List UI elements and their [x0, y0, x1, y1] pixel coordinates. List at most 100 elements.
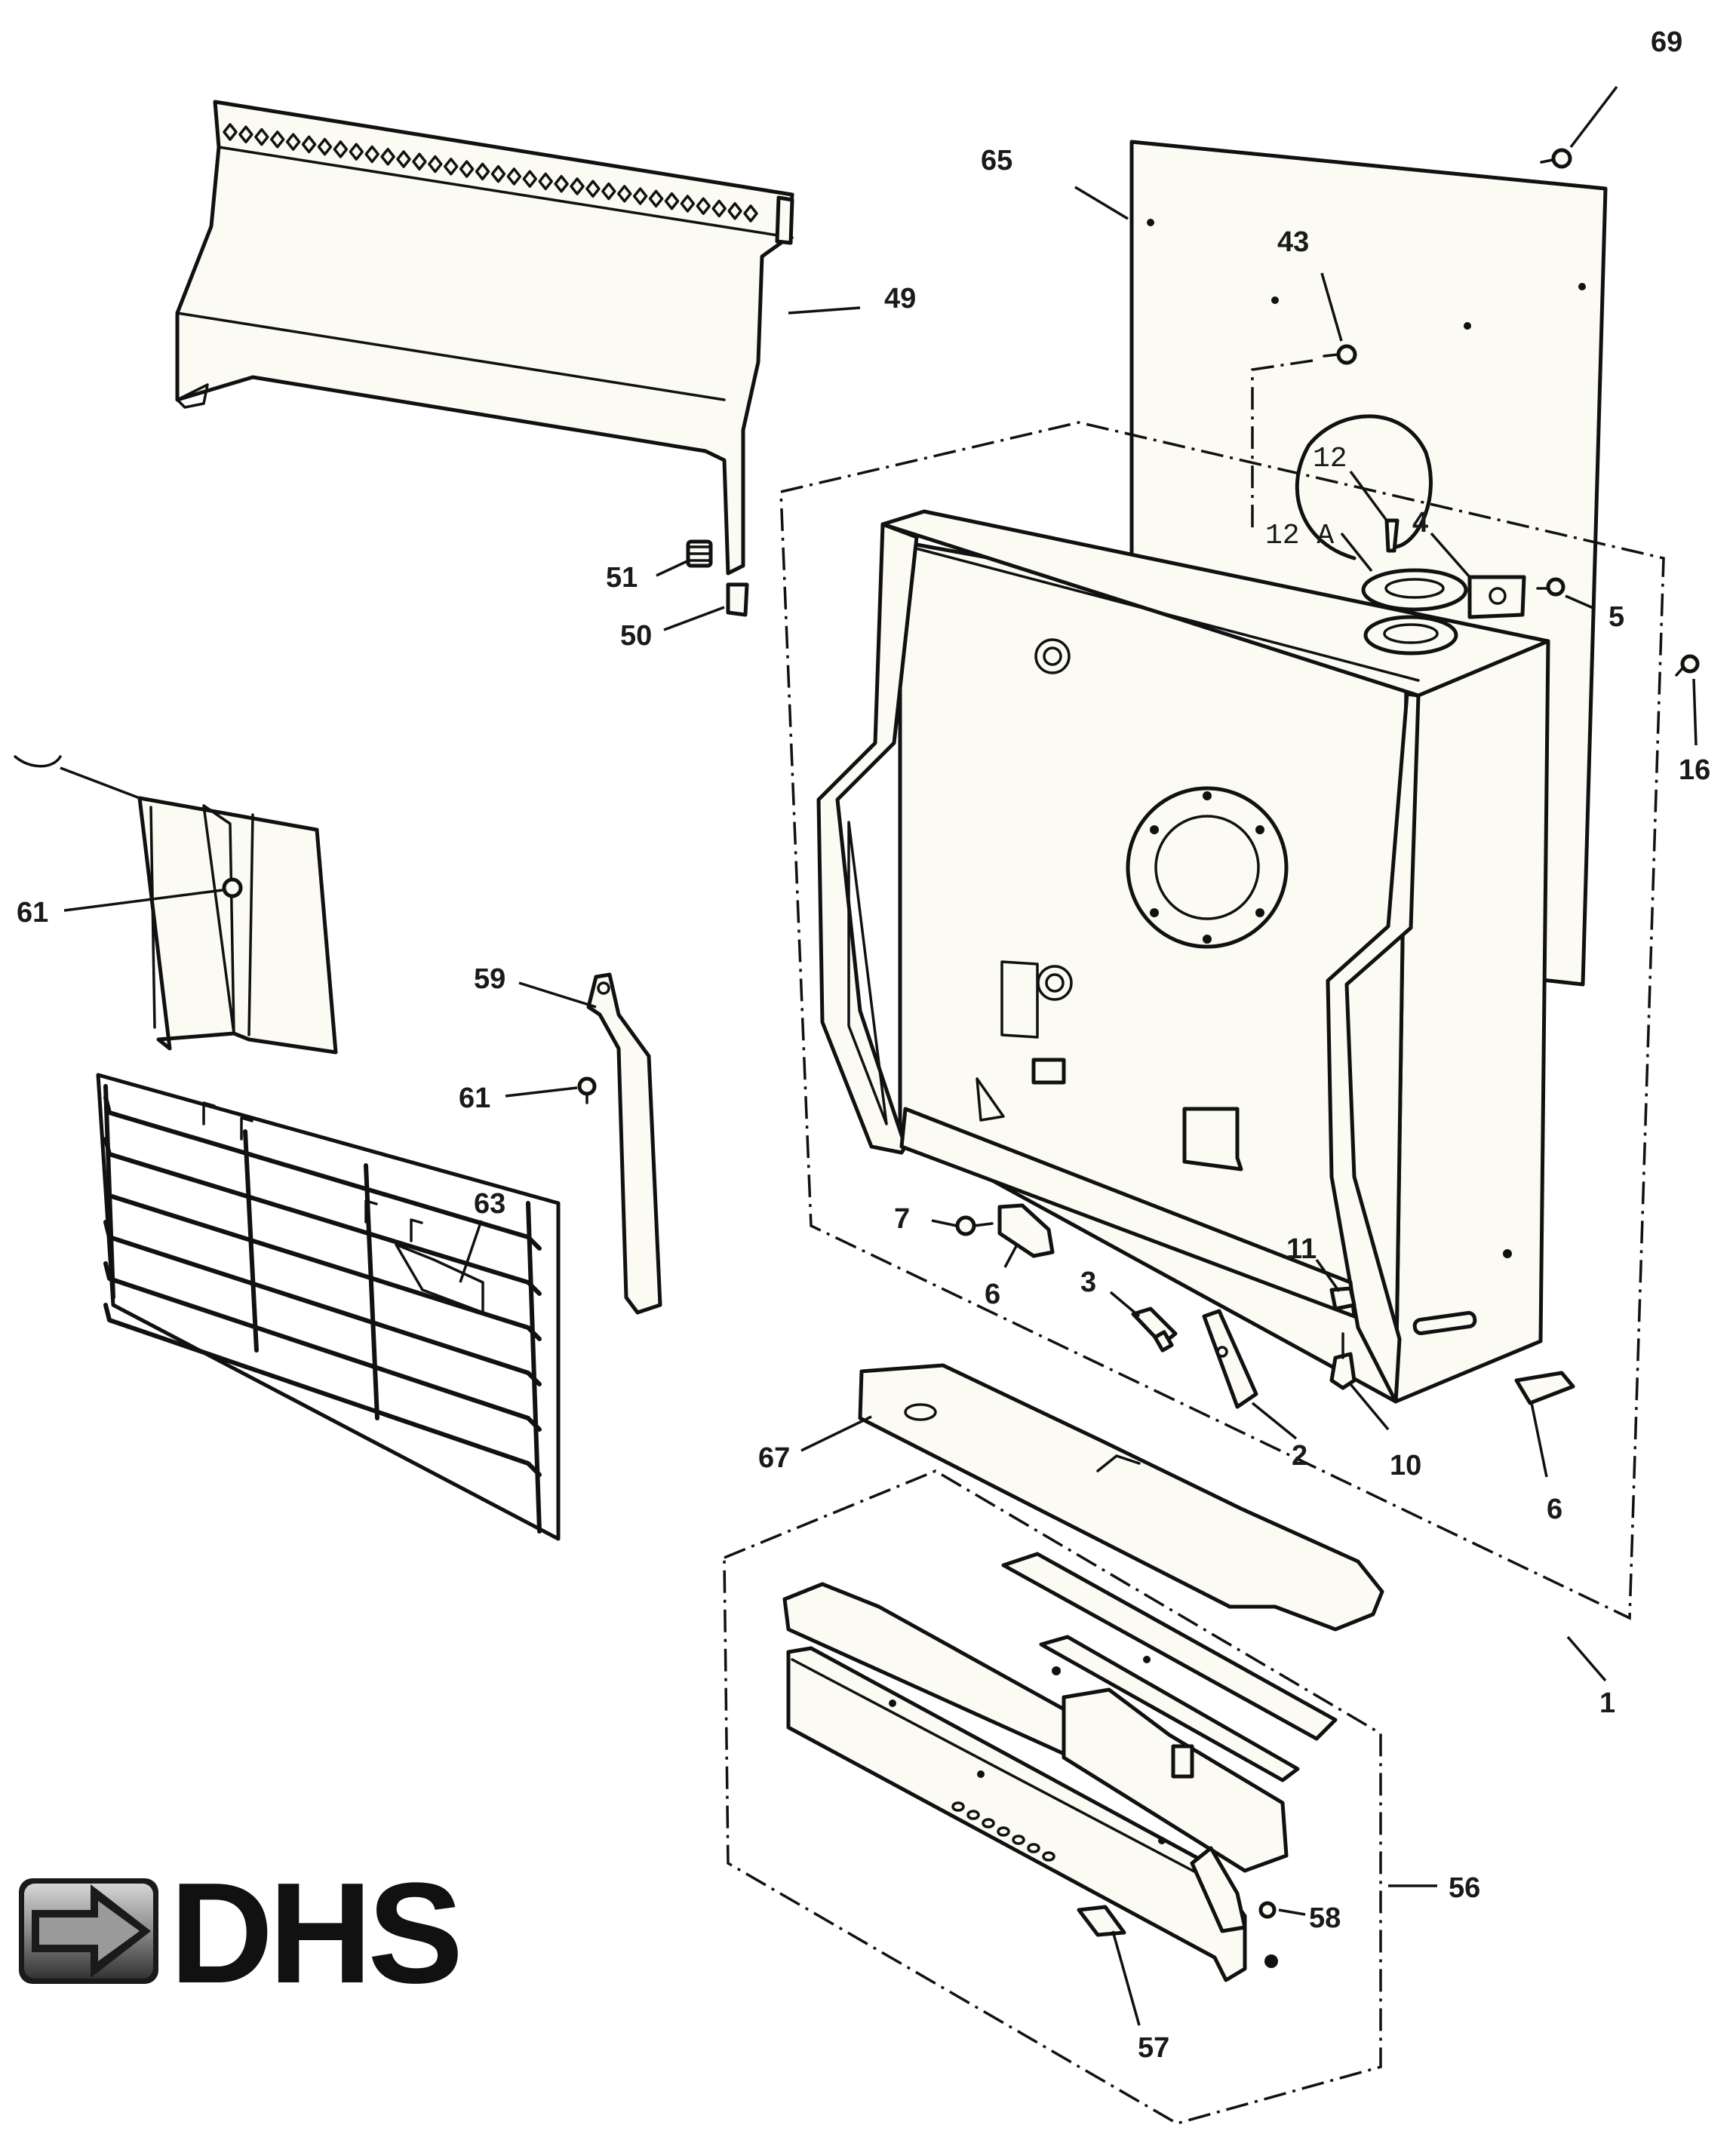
part-6-clamp-left: [997, 1203, 1055, 1258]
part-5-screw: [1536, 577, 1565, 597]
vent-slot: [538, 172, 553, 191]
vent-slot: [664, 192, 680, 210]
grille-tab: [410, 1218, 423, 1242]
vent-slot: [696, 197, 711, 215]
callout-5: 5: [1608, 601, 1624, 633]
vent-slot: [333, 140, 349, 158]
vent-slot: [648, 189, 664, 208]
grille-bar: [103, 1303, 542, 1477]
part-50-clip: [726, 582, 749, 617]
grille-rib: [526, 1201, 542, 1534]
vent-slot: [585, 180, 601, 198]
callout-6-left: 6: [985, 1279, 1000, 1310]
callout-1: 1: [1599, 1687, 1615, 1719]
leader-lines: [60, 85, 1698, 2026]
grille-rib: [364, 1163, 379, 1420]
grille-bar: [103, 1220, 542, 1386]
vent-slot: [475, 162, 490, 181]
callout-43: 43: [1277, 226, 1309, 258]
vent-slot: [269, 130, 285, 149]
burner-port: [1012, 1835, 1025, 1845]
callout-11: 11: [1286, 1233, 1317, 1265]
part-56-assembly-boundary: [723, 1469, 1382, 2125]
callout-65: 65: [981, 145, 1012, 177]
callout-10: 10: [1390, 1450, 1421, 1482]
callout-16: 16: [1679, 754, 1710, 786]
part-49-vent-slots: [223, 123, 758, 223]
vent-slot: [396, 150, 411, 168]
callout-59: 59: [474, 963, 505, 995]
grille-rib: [103, 1084, 115, 1300]
burner-port: [966, 1810, 980, 1820]
part-69-screw: [1540, 148, 1572, 169]
part-10-bolt: [1329, 1332, 1357, 1390]
part-12a-flue-collar: [1361, 518, 1468, 656]
callout-58: 58: [1309, 1902, 1341, 1934]
vent-slot: [490, 164, 506, 183]
part-1-assembly-boundary: [779, 421, 1665, 1620]
vent-slot: [301, 135, 317, 154]
vent-slot: [238, 125, 253, 144]
vent-slot: [743, 204, 758, 223]
part-43-axis-line: [1251, 359, 1314, 528]
part-57-badge: [1077, 1905, 1126, 1937]
callout-57: 57: [1138, 2032, 1169, 2064]
vent-slot: [522, 170, 538, 188]
part-12-top-gasket-ring: [1295, 414, 1433, 560]
callout-63: 63: [474, 1188, 505, 1220]
vent-slot: [554, 174, 569, 193]
part-4-bracket: [1467, 575, 1526, 619]
part-1-main-casing: [816, 509, 1550, 1404]
part-56-burner-assembly: [782, 1552, 1338, 1982]
callout-12: 12: [1313, 443, 1347, 475]
burner-port: [982, 1818, 995, 1828]
grille-bracket: [395, 1243, 484, 1314]
callout-4: 4: [1412, 507, 1428, 539]
callout-12a: 12 A: [1265, 520, 1334, 552]
part-51-spring: [686, 539, 713, 568]
part-6-clamp-right: [1514, 1371, 1575, 1405]
part-7-screw: [955, 1215, 994, 1236]
vent-slot: [285, 133, 301, 151]
vent-slot: [254, 127, 269, 146]
vent-slot: [506, 167, 522, 186]
vent-slot: [412, 152, 427, 171]
vent-slot: [711, 199, 727, 218]
part-49-top-panel: [175, 100, 794, 576]
part-67-burner-tray: [858, 1363, 1384, 1632]
vent-slot: [223, 123, 238, 141]
vent-slot: [632, 187, 648, 205]
edge-fragment: [14, 755, 62, 768]
vent-slot: [616, 185, 632, 203]
part-2-plate: [1202, 1309, 1258, 1409]
callout-61-upper: 61: [17, 897, 48, 929]
vent-slot: [364, 145, 379, 164]
part-63-front-grille: [96, 1073, 561, 1541]
grille-tab: [202, 1101, 216, 1125]
callout-50: 50: [620, 620, 652, 652]
callout-67: 67: [758, 1442, 790, 1474]
grille-rib: [243, 1129, 259, 1353]
burner-port: [1027, 1843, 1040, 1853]
burner-port: [1042, 1851, 1055, 1862]
dhs-logo-text: DHS: [170, 1853, 459, 2013]
vent-slot: [601, 182, 616, 201]
callout-3: 3: [1080, 1267, 1096, 1298]
callout-2: 2: [1292, 1440, 1307, 1472]
grille-tab: [240, 1116, 253, 1141]
vent-slot: [680, 195, 696, 213]
vent-slot: [443, 158, 459, 176]
callout-7: 7: [894, 1203, 910, 1235]
vent-slot: [349, 143, 364, 161]
callout-6-right: 6: [1547, 1494, 1562, 1525]
part-61-side-panel: [137, 796, 338, 1055]
part-59-side-strip: [586, 972, 662, 1315]
burner-port: [951, 1801, 965, 1812]
part-43-screw: [1323, 344, 1357, 365]
burner-port: [997, 1826, 1010, 1837]
part-61-screw: [577, 1076, 597, 1104]
callout-56: 56: [1449, 1872, 1480, 1904]
callout-49: 49: [884, 283, 916, 315]
callout-61-lower: 61: [459, 1082, 490, 1114]
